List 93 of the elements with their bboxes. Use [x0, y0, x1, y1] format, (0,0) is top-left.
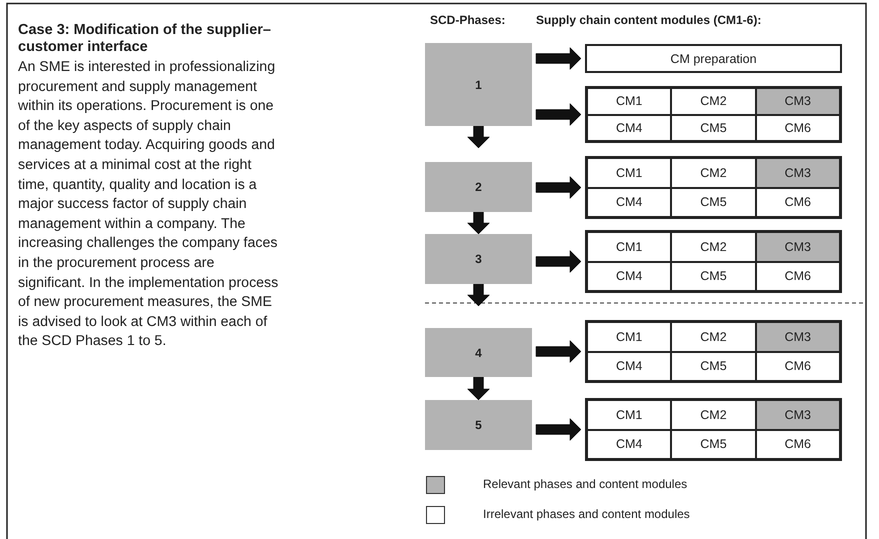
phase-number: 1: [475, 78, 482, 92]
module-cell: [671, 114, 756, 141]
module-label: CM2: [700, 330, 727, 344]
module-cell: [756, 188, 840, 217]
module-label: CM4: [616, 120, 642, 135]
legend-label: Irrelevant phases and content modules: [483, 507, 690, 521]
module-cell: [587, 88, 672, 114]
module-cell: [671, 352, 756, 381]
arrow: [467, 126, 490, 148]
module-label: CM4: [616, 437, 642, 452]
column-heading: Supply chain content modules (CM1-6):: [536, 13, 762, 27]
phase-number: 3: [475, 252, 482, 266]
module-grid: [585, 320, 842, 383]
module-label: CM4: [616, 195, 642, 210]
arrow: [536, 103, 582, 126]
module-cell: [671, 232, 756, 262]
module-label: CM preparation: [670, 52, 757, 66]
arrow: [467, 376, 490, 400]
module-cell: [587, 322, 672, 352]
module-label: CM6: [784, 359, 812, 374]
module-label: CM2: [700, 94, 727, 108]
module-cell: [587, 430, 672, 459]
module-cell: [587, 232, 672, 262]
module-label: CM2: [700, 408, 727, 422]
module-cell: [671, 188, 756, 217]
module-label: CM1: [616, 94, 642, 108]
arrow: [536, 250, 582, 273]
arrow: [467, 284, 490, 306]
module-label: CM1: [616, 408, 642, 422]
module-cell: [671, 322, 756, 352]
module-cell: [756, 322, 840, 352]
module-cell: [756, 158, 840, 188]
module-cell: [671, 88, 756, 114]
module-cell: [671, 158, 756, 188]
module-label: CM1: [616, 330, 642, 344]
module-cell: [587, 352, 672, 381]
case-description: An SME is interested in professionalizing procurement and supply management within its operations. Procurement is one of the key aspects of supply chain management today. Acquiring goods and services at a minimal cost at the right time, quantity, quality and location is a major success factor of supply chain management within a company. The increasing challenges the company faces in the procurement process are significant. In the implementation process of new procurement measures, the SME is advised to look at CM3 within each of the SCD Phases 1 to 5.: [18, 58, 280, 352]
module-cell: [756, 232, 840, 262]
module-label: CM5: [700, 195, 727, 210]
module-cell: [671, 430, 756, 459]
column-heading: SCD-Phases:: [430, 13, 506, 27]
module-cell: [756, 262, 840, 291]
phase-box: [425, 43, 532, 126]
phase-box: [425, 234, 532, 284]
module-cell: [587, 114, 672, 141]
module-label: CM1: [616, 240, 642, 254]
module-label: CM4: [616, 359, 642, 374]
arrow: [536, 176, 582, 199]
module-label: CM3: [784, 330, 812, 344]
module-cell: [587, 188, 672, 217]
module-cell: [587, 400, 672, 430]
phase-box: [425, 400, 532, 450]
module-label: CM1: [616, 166, 642, 180]
module-label: CM2: [700, 240, 727, 254]
arrow: [467, 212, 490, 234]
module-grid: [585, 86, 842, 143]
module-label: CM5: [700, 359, 727, 374]
module-label: CM4: [616, 269, 642, 284]
module-cell: [756, 352, 840, 381]
module-label: CM5: [700, 269, 727, 284]
module-grid: [585, 398, 842, 461]
phase-number: 2: [475, 180, 482, 194]
arrow: [536, 418, 582, 441]
module-label: CM5: [700, 437, 727, 452]
phase-number: 5: [475, 418, 482, 432]
arrow: [536, 47, 582, 70]
case-heading: Case 3: Modification of the supplier–customer interface: [18, 22, 272, 56]
module-cell: [671, 400, 756, 430]
module-cell: [756, 430, 840, 459]
phase-box: [425, 328, 532, 377]
module-cell: [671, 262, 756, 291]
module-cell: [756, 88, 840, 114]
module-label: CM2: [700, 166, 727, 180]
module-grid: [585, 230, 842, 293]
module-label: CM6: [784, 437, 812, 452]
module-label: CM6: [784, 269, 812, 284]
module-label: CM6: [784, 195, 812, 210]
module-label: CM6: [784, 120, 812, 135]
module-label: CM3: [784, 240, 812, 254]
legend-label: Relevant phases and content modules: [483, 477, 688, 491]
module-cell: [756, 114, 840, 141]
phase-number: 4: [475, 346, 482, 360]
arrow: [536, 340, 582, 363]
phase-box: [425, 162, 532, 212]
module-label: CM3: [784, 94, 812, 108]
module-cell: [587, 158, 672, 188]
module-cell: [756, 400, 840, 430]
module-label: CM3: [784, 408, 812, 422]
module-label: CM3: [784, 166, 812, 180]
module-grid: [585, 156, 842, 219]
module-label: CM5: [700, 120, 727, 135]
module-box: [585, 44, 842, 73]
module-cell: [587, 262, 672, 291]
